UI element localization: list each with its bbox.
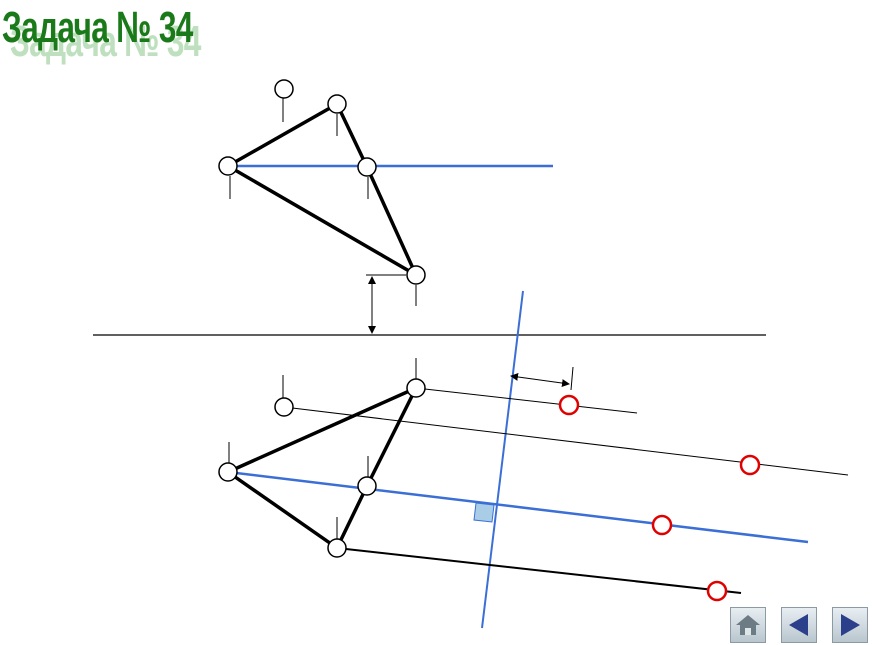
- upper-edge-d-c: [365, 166, 418, 276]
- right-angle-marker: [473, 502, 495, 523]
- upper-point-c: [406, 265, 426, 285]
- home-icon: [736, 615, 760, 635]
- upper-edge-a-b: [227, 102, 338, 168]
- home-button[interactable]: [730, 607, 766, 643]
- lower-point-c: [327, 538, 347, 558]
- projection-connector-c: [336, 547, 742, 594]
- lower-edge-b-d: [365, 387, 418, 487]
- lower-edge-d-c: [335, 485, 369, 549]
- title-block: Задача № 34 Задача № 34: [0, 0, 260, 90]
- transformed-point-a: [651, 514, 673, 536]
- next-slide-button[interactable]: [832, 607, 868, 643]
- transformed-point-c: [706, 580, 728, 602]
- lower-point-s: [274, 397, 294, 417]
- transformed-point-b: [558, 394, 580, 416]
- triangle-left-icon: [789, 614, 808, 636]
- offset-dimension-arrow: [510, 372, 570, 388]
- lower-point-d: [357, 476, 377, 496]
- upper-point-b: [327, 94, 347, 114]
- offset-dimension-tick: [570, 366, 574, 391]
- upper-point-d: [357, 157, 377, 177]
- title-shadow: Задача № 34: [10, 17, 201, 66]
- projection-connector-a: [227, 470, 809, 544]
- projection-connector-s: [283, 406, 849, 476]
- upper-point-s: [274, 79, 294, 99]
- lower-edge-a-b: [227, 386, 417, 474]
- transformation-axis: [481, 290, 524, 629]
- previous-slide-button[interactable]: [781, 607, 817, 643]
- page-title: Задача № 34: [2, 3, 193, 52]
- lower-point-b: [406, 378, 426, 398]
- upper-edge-b-d: [335, 103, 369, 168]
- lower-edge-a-c: [226, 470, 339, 550]
- upper-edge-a-c: [227, 164, 417, 277]
- lower-point-a: [218, 462, 238, 482]
- triangle-right-icon: [841, 614, 860, 636]
- transformed-point-s: [739, 454, 761, 476]
- projection-connector-b: [415, 387, 638, 414]
- upper-point-a: [218, 156, 238, 176]
